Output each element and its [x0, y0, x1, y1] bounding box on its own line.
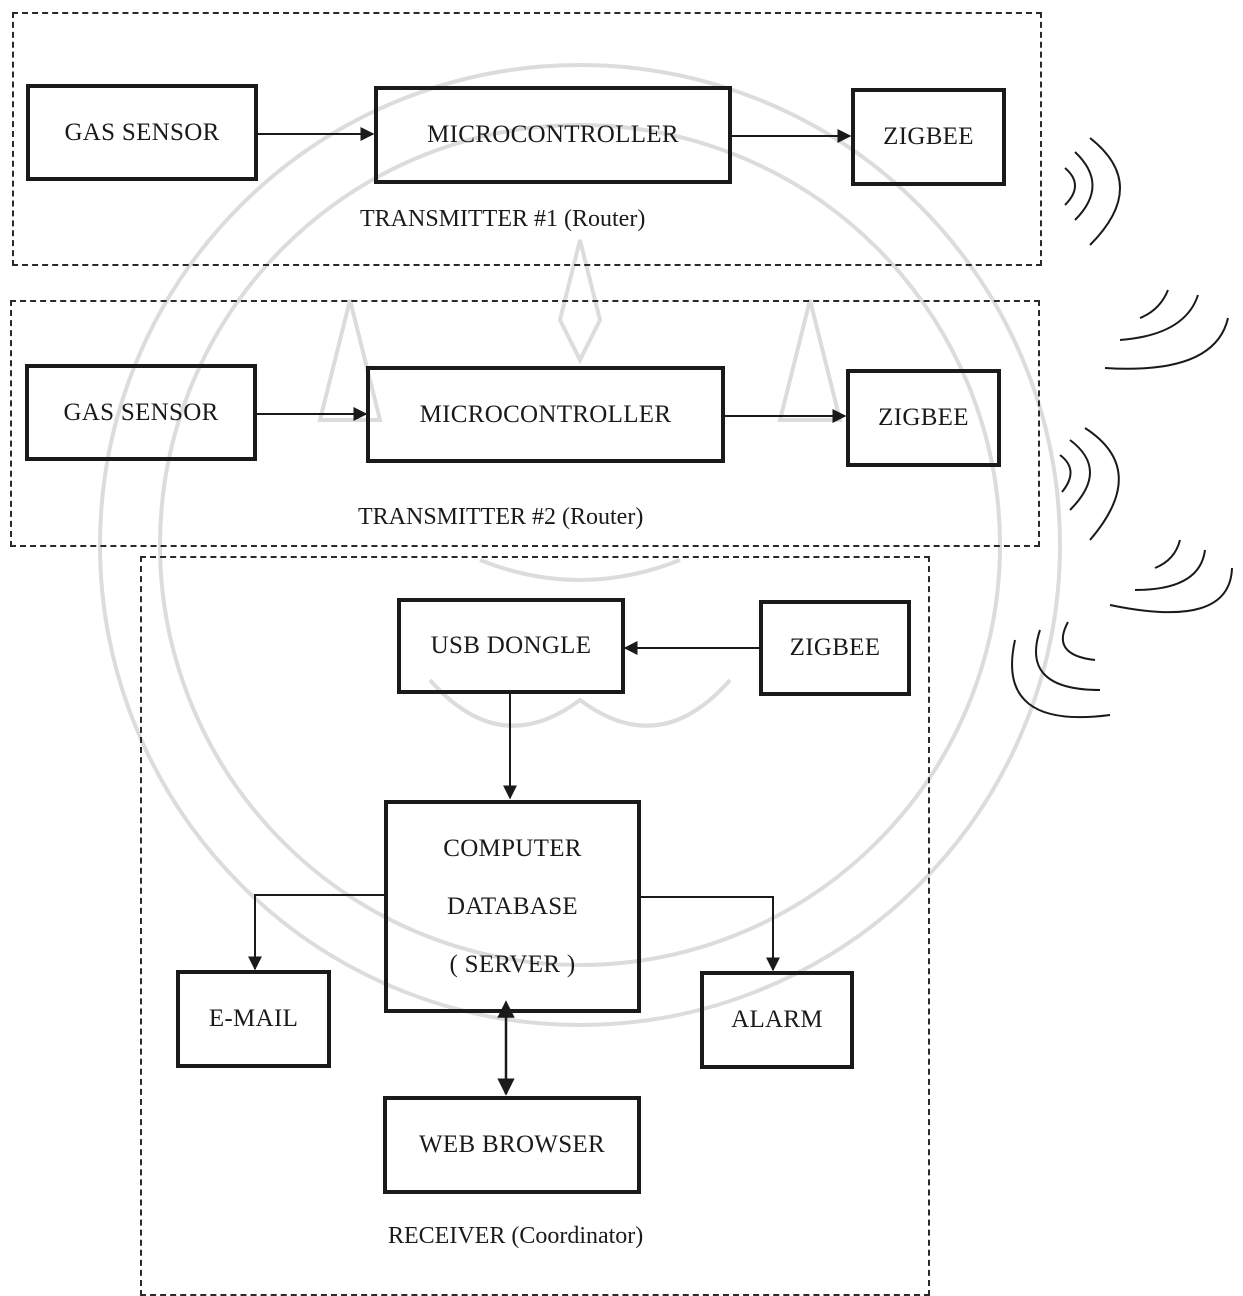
gas-sensor-box-1: GAS SENSOR: [26, 84, 258, 181]
microcontroller-label-1: MICROCONTROLLER: [427, 121, 679, 148]
email-label: E-MAIL: [208, 1005, 299, 1032]
web-browser-box: WEB BROWSER: [383, 1096, 641, 1194]
alarm-box: ALARM: [700, 971, 854, 1069]
transmitter-2-caption: TRANSMITTER #2 (Router): [358, 504, 644, 530]
gas-sensor-label-1: GAS SENSOR: [64, 118, 220, 146]
gas-sensor-box-2: GAS SENSOR: [25, 364, 257, 461]
wireless-signal-icon: [1104, 289, 1229, 370]
transmitter-2-group: [10, 300, 1040, 547]
usb-dongle-box: USB DONGLE: [397, 598, 625, 694]
server-label-line2: DATABASE: [447, 892, 578, 920]
microcontroller-label-2: MICROCONTROLLER: [419, 400, 672, 428]
transmitter-1-group: [12, 12, 1042, 266]
microcontroller-box-1: MICROCONTROLLER: [374, 86, 732, 184]
wireless-signal-icon: [1064, 137, 1121, 246]
zigbee-label-1: ZIGBEE: [883, 123, 974, 150]
transmitter-1-caption: TRANSMITTER #1 (Router): [360, 206, 646, 232]
receiver-caption: RECEIVER (Coordinator): [388, 1223, 644, 1249]
email-box: E-MAIL: [176, 970, 331, 1068]
arrow-server-to-alarm: [640, 896, 780, 972]
arrow-server-to-email: [248, 894, 385, 971]
microcontroller-box-2: MICROCONTROLLER: [366, 366, 725, 463]
wireless-signal-icon: [1109, 539, 1233, 614]
gas-sensor-label-2: GAS SENSOR: [63, 398, 219, 426]
server-box: COMPUTER DATABASE ( SERVER ): [384, 800, 641, 1013]
wireless-signal-icon: [1011, 621, 1111, 719]
zigbee-label-2: ZIGBEE: [878, 404, 969, 431]
alarm-label: ALARM: [731, 1006, 823, 1033]
server-label-line1: COMPUTER: [443, 834, 582, 862]
zigbee-label-receiver: ZIGBEE: [789, 634, 881, 661]
zigbee-box-receiver: ZIGBEE: [759, 600, 911, 696]
web-browser-label: WEB BROWSER: [419, 1131, 605, 1158]
wireless-signal-icon: [1059, 427, 1120, 541]
server-label-line3: ( SERVER ): [449, 950, 576, 978]
zigbee-box-1: ZIGBEE: [851, 88, 1006, 186]
usb-dongle-label: USB DONGLE: [430, 632, 592, 659]
zigbee-box-2: ZIGBEE: [846, 369, 1001, 467]
